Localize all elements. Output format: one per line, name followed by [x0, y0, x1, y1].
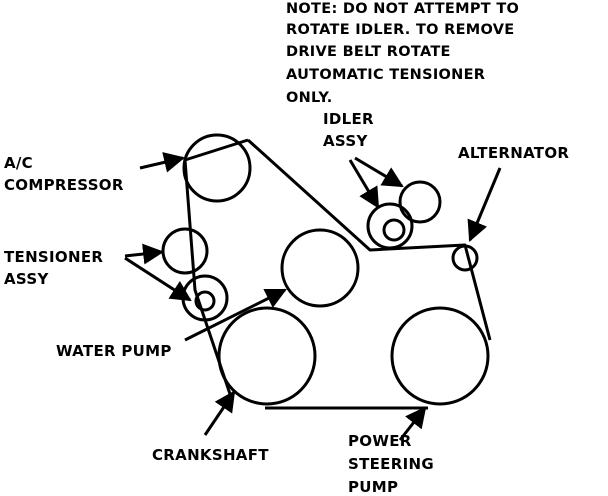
alternator-pulley: [451, 244, 479, 272]
drive-belt: [183, 138, 492, 410]
ac-compressor-pulley: [182, 133, 252, 203]
ac-label-line-2: COMPRESSOR: [4, 176, 124, 194]
idler-arrow-right: [354, 156, 404, 188]
power-steering-arrow: [398, 406, 427, 441]
tensioner-label-line-2: ASSY: [4, 270, 49, 288]
alternator-label: ALTERNATOR: [458, 144, 569, 162]
note-line-3: DRIVE BELT ROTATE: [286, 44, 451, 60]
ac-arrow: [139, 152, 186, 173]
idler-label-line-2: ASSY: [323, 132, 368, 150]
idler-large-pulley: [366, 202, 414, 250]
power-steering-label-line-1: POWER: [348, 432, 412, 450]
idler-small-pulley: [382, 218, 406, 242]
crankshaft-arrow: [203, 390, 236, 436]
tensioner-arrow-lower: [124, 256, 192, 302]
water-pump-pulley: [280, 228, 360, 308]
power-steering-pulley: [390, 306, 490, 406]
water-pump-label: WATER PUMP: [56, 342, 172, 360]
crankshaft-label: CRANKSHAFT: [152, 446, 269, 464]
note-line-1: NOTE: DO NOT ATTEMPT TO: [286, 1, 519, 17]
water-pump-arrow: [184, 288, 287, 342]
crankshaft-pulley: [217, 306, 317, 406]
power-steering-label-line-2: STEERING: [348, 455, 434, 473]
warning-note: NOTE: DO NOT ATTEMPT TO ROTATE IDLER. TO…: [286, 1, 519, 106]
tensioner-upper-pulley: [161, 227, 209, 275]
tensioner-center-hub: [194, 290, 216, 312]
note-line-5: ONLY.: [286, 90, 333, 106]
ac-label-line-1: A/C: [4, 154, 33, 172]
note-line-4: AUTOMATIC TENSIONER: [286, 67, 485, 83]
alternator-arrow: [467, 167, 502, 242]
idler-label-line-1: IDLER: [323, 110, 374, 128]
tensioner-label-line-1: TENSIONER: [4, 248, 103, 266]
idler-upper-pulley: [398, 180, 442, 224]
note-line-2: ROTATE IDLER. TO REMOVE: [286, 22, 515, 38]
tensioner-arrow-upper: [124, 243, 165, 265]
idler-arrow-left: [348, 159, 380, 209]
power-steering-label-line-3: PUMP: [348, 478, 398, 496]
